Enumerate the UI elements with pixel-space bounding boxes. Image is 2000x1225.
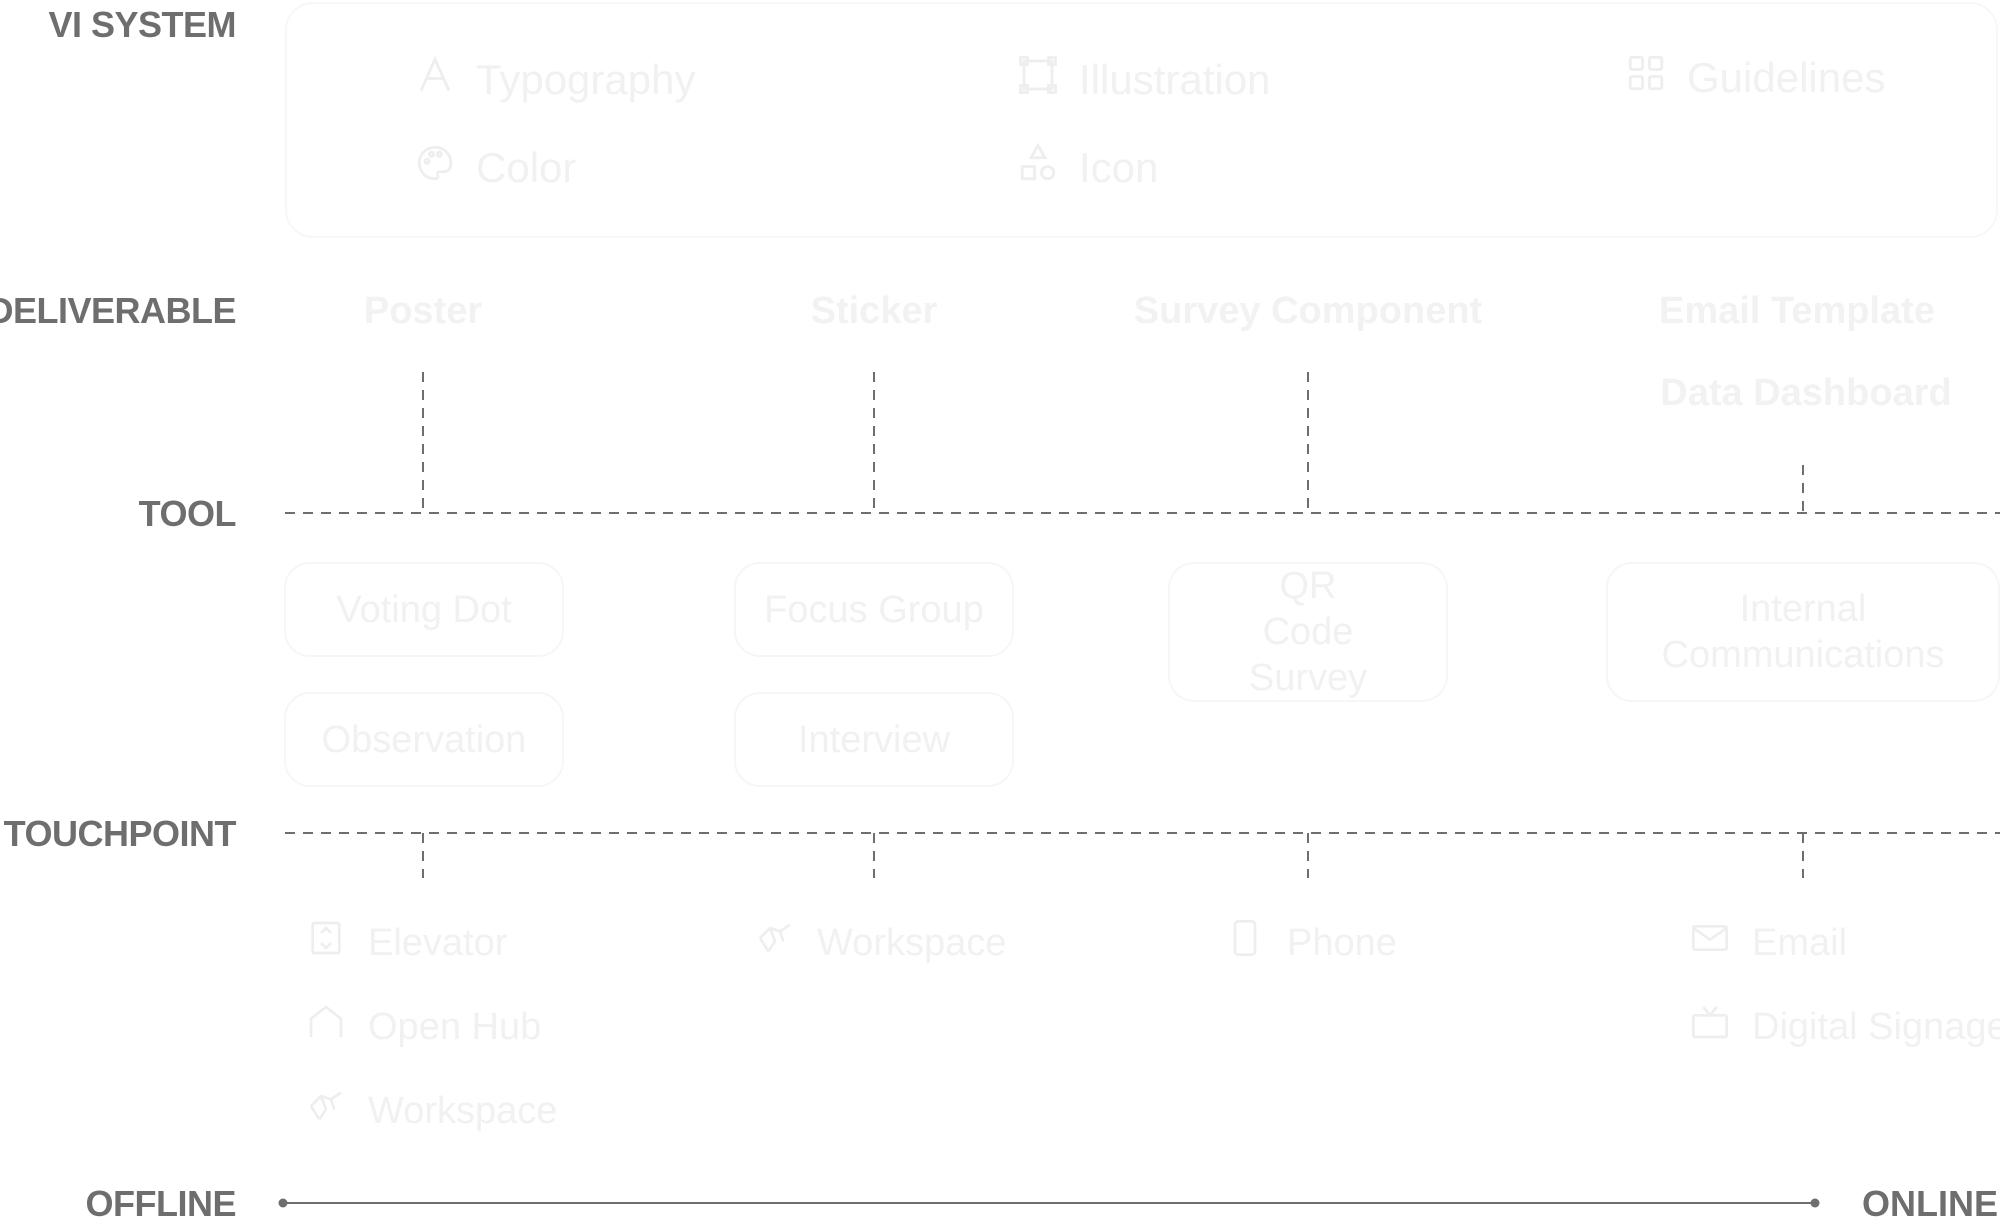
guidelines-icon	[1625, 52, 1667, 104]
axis-start-dot	[278, 1198, 288, 1208]
tool-label: QR Code Survey	[1248, 565, 1368, 699]
row-label-vi-system: VI SYSTEM	[48, 4, 236, 45]
deliverable-email-template: Email Template	[1659, 290, 1935, 332]
touchpoint-phone: Phone	[1225, 918, 1397, 968]
email-icon	[1690, 918, 1730, 968]
vi-item-icon: Icon	[1017, 142, 1158, 194]
axis-end-dot	[1810, 1198, 1820, 1208]
tool-label: Interview	[797, 718, 951, 761]
touchpoint-digital-signage: Digital Signage	[1690, 1002, 2000, 1052]
workspace-icon	[755, 918, 795, 968]
vi-item-label: Icon	[1079, 144, 1159, 191]
touchpoint-workspace: Workspace	[755, 918, 1006, 968]
touchpoint-label: Elevator	[368, 921, 508, 964]
touchpoint-label: Workspace	[817, 921, 1007, 964]
vi-item-label: Guidelines	[1687, 54, 1886, 101]
deliverable-survey-component: Survey Component	[1133, 290, 1483, 332]
tool-label: Internal Communications	[1661, 588, 1945, 676]
touchpoint-label: Workspace	[368, 1089, 558, 1132]
axis-label-online: ONLINE	[1861, 1183, 1998, 1224]
tool-focus-group: Focus Group	[734, 562, 1014, 657]
vi-item-guidelines: Guidelines	[1625, 52, 1885, 104]
touchpoint-open-hub: Open Hub	[306, 1002, 541, 1052]
touchpoint-email: Email	[1690, 918, 1847, 968]
elevator-icon	[306, 918, 346, 968]
row-label-touchpoint: TOUCHPOINT	[3, 813, 237, 854]
deliverable-poster: Poster	[363, 290, 483, 332]
workspace-icon	[306, 1086, 346, 1136]
palette-icon	[414, 142, 456, 194]
hub-icon	[306, 1002, 346, 1052]
row-label-tool: TOOL	[138, 493, 237, 534]
vi-item-color: Color	[414, 142, 576, 194]
tool-label: Voting Dot	[336, 588, 512, 631]
shapes-icon	[1017, 142, 1059, 194]
touchpoint-label: Phone	[1287, 921, 1397, 964]
touchpoint-label: Email	[1752, 921, 1848, 964]
illustration-icon	[1017, 54, 1059, 106]
touchpoint-elevator: Elevator	[306, 918, 507, 968]
tool-label: Observation	[321, 718, 527, 761]
tool-internal-communications: Internal Communications	[1606, 562, 2000, 702]
tool-interview: Interview	[734, 692, 1014, 787]
tool-voting-dot: Voting Dot	[284, 562, 564, 657]
row-label-deliverable: DELIVERABLE	[0, 290, 236, 331]
vi-item-typography: Typography	[414, 54, 695, 106]
phone-icon	[1225, 918, 1265, 968]
vi-item-illustration: Illustration	[1017, 54, 1270, 106]
deliverable-data-dashboard: Data Dashboard	[1660, 372, 1952, 414]
touchpoint-workspace-2: Workspace	[306, 1086, 557, 1136]
typography-icon	[414, 54, 456, 106]
axis-label-offline: OFFLINE	[85, 1183, 237, 1224]
tool-observation: Observation	[284, 692, 564, 787]
deliverable-sticker: Sticker	[810, 290, 938, 332]
touchpoint-label: Open Hub	[368, 1005, 542, 1048]
vi-item-label: Typography	[476, 56, 696, 103]
tool-qr-code-survey: QR Code Survey	[1168, 562, 1448, 702]
vi-system-panel	[285, 2, 1998, 238]
touchpoint-label: Digital Signage	[1752, 1005, 2000, 1048]
vi-item-label: Color	[476, 144, 577, 191]
tool-label: Focus Group	[764, 588, 984, 631]
vi-item-label: Illustration	[1079, 56, 1271, 103]
tv-icon	[1690, 1002, 1730, 1052]
